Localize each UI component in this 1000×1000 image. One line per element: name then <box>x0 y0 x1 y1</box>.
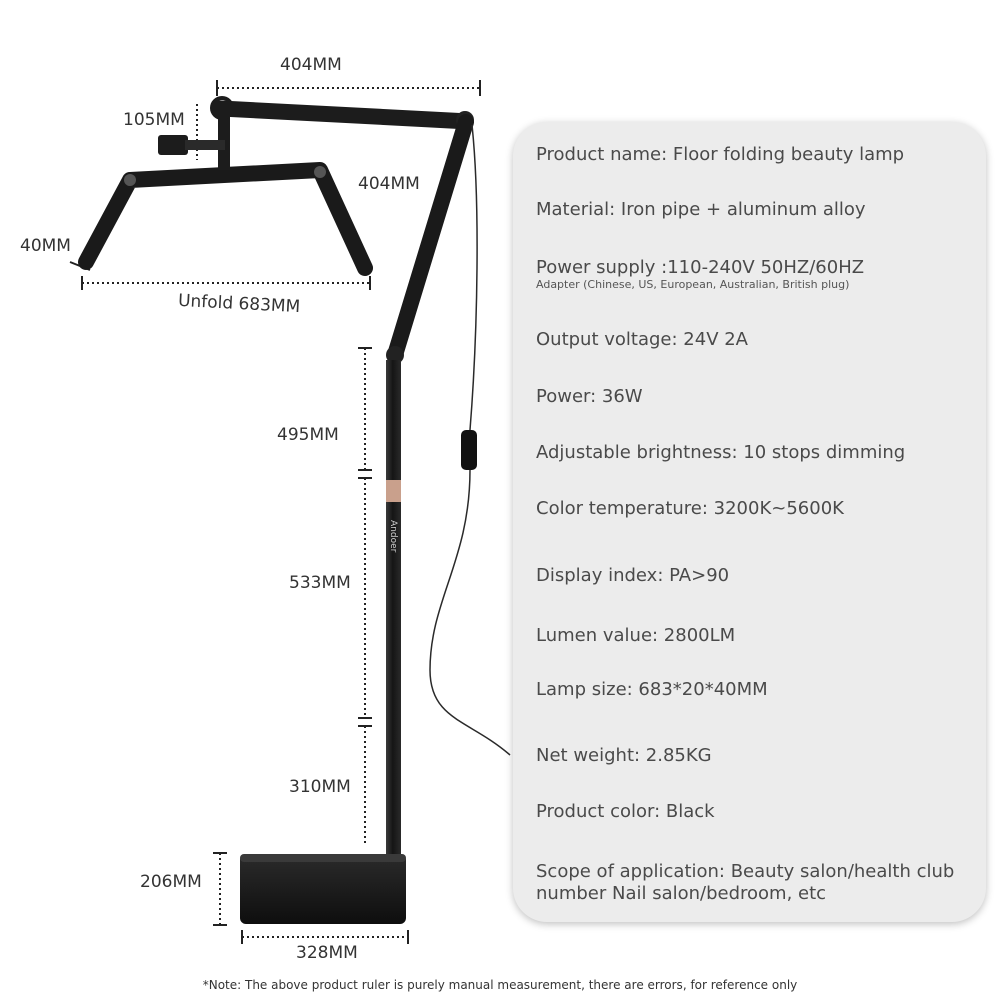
spec-product-name: Product name: Floor folding beauty lamp <box>536 144 905 165</box>
power-cable <box>429 124 511 756</box>
spec-lumen: Lumen value: 2800LM <box>536 625 736 646</box>
dim-top-arm: 404MM <box>280 55 342 75</box>
spec-power: Power: 36W <box>536 386 643 407</box>
spec-scope-line1: Scope of application: Beauty salon/healt… <box>536 861 955 882</box>
dim-lamp-thickness: 40MM <box>20 236 71 256</box>
spec-lamp-size: Lamp size: 683*20*40MM <box>536 679 768 700</box>
spec-display-index: Display index: PA>90 <box>536 565 730 586</box>
spec-power-supply-note: Adapter (Chinese, US, European, Australi… <box>536 278 850 291</box>
spec-color-temperature: Color temperature: 3200K~5600K <box>536 498 844 519</box>
spec-output-voltage: Output voltage: 24V 2A <box>536 329 748 350</box>
vertical-pole <box>386 360 401 862</box>
lamp-head <box>78 162 373 276</box>
diagonal-arm <box>386 114 474 364</box>
spec-product-color: Product color: Black <box>536 801 715 822</box>
lamp-base <box>240 854 406 924</box>
brand-mark: Andoer <box>388 520 398 553</box>
spec-material: Material: Iron pipe + aluminum alloy <box>536 199 866 220</box>
measurement-note: *Note: The above product ruler is purely… <box>202 978 798 992</box>
spec-scope-line2: number Nail salon/bedroom, etc <box>536 883 827 904</box>
dim-upper-pole: 495MM <box>277 425 339 445</box>
spec-net-weight: Net weight: 2.85KG <box>536 745 712 766</box>
spec-panel: Product name: Floor folding beauty lamp … <box>513 122 986 922</box>
dim-middle-pole: 533MM <box>289 573 351 593</box>
dim-base-width: 328MM <box>296 943 358 963</box>
head-connector <box>158 96 234 170</box>
dimmer-switch <box>461 430 477 470</box>
spec-brightness: Adjustable brightness: 10 stops dimming <box>536 442 906 463</box>
dim-joint-height: 105MM <box>123 110 185 130</box>
spec-power-supply: Power supply :110-240V 50HZ/60HZ <box>536 257 865 278</box>
dim-lower-pole: 310MM <box>289 777 351 797</box>
dim-diagonal-arm: 404MM <box>358 174 420 194</box>
dimension-lines <box>69 80 481 944</box>
top-arm <box>211 100 474 130</box>
dim-base-height: 206MM <box>140 872 202 892</box>
